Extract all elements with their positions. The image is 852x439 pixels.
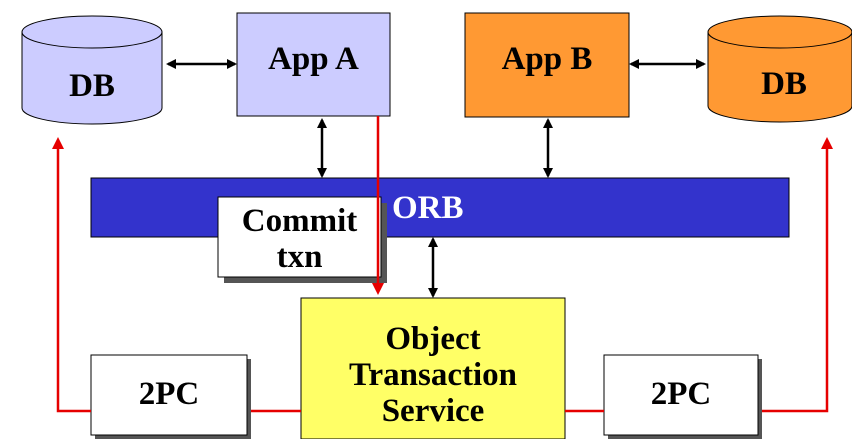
db-left-label: DB [69,68,115,104]
app-a-box [236,12,391,117]
app-b-label: App B [501,41,593,77]
pc-left-box [90,354,248,436]
red-pc-right-to-db [762,137,833,413]
red-pc-left-to-db [52,137,91,413]
orb-bar [90,177,790,238]
commit-label-line1: Commit [241,203,358,239]
orb-label: ORB [392,190,464,226]
commit-box [217,196,382,278]
ots-label-line2: Transaction [348,357,518,393]
commit-label-line2: txn [276,239,323,275]
ots-label: Object Transaction Service [301,321,565,429]
pc-right-label: 2PC [650,376,712,412]
db-right-cylinder [707,15,852,123]
db-left-cylinder [21,15,163,125]
pc-left-label: 2PC [138,376,200,412]
pc-right-box [603,354,759,436]
db-right-label: DB [761,66,807,102]
commit-label: Commit txn [218,203,381,275]
ots-label-line3: Service [381,393,485,429]
app-a-label: App A [268,41,359,77]
ots-label-line1: Object [385,321,481,357]
ots-box [300,297,566,439]
app-b-box [464,12,630,118]
